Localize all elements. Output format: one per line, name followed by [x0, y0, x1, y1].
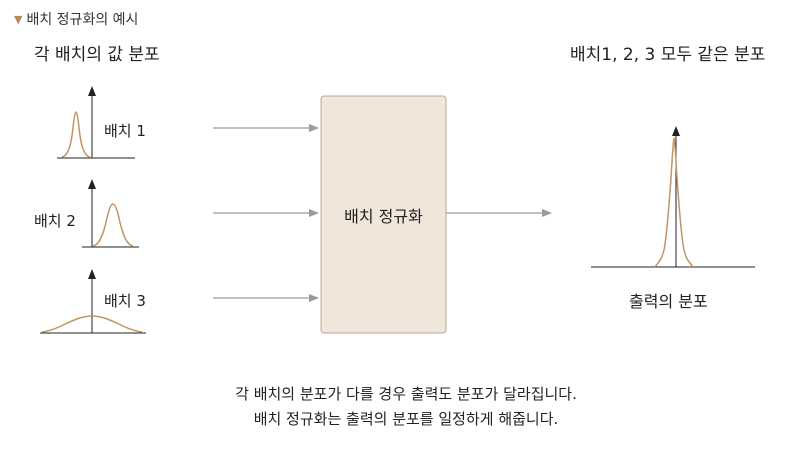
batch-3-axis-arrow-icon — [88, 269, 96, 279]
output-curve — [654, 137, 694, 268]
batch-1-label: 배치 1 — [104, 122, 146, 140]
batch-3-distribution — [40, 269, 146, 334]
batch-2-axis-arrow-icon — [88, 179, 96, 189]
right-title: 배치1, 2, 3 모두 같은 분포 — [570, 45, 766, 65]
batch-normalization-box — [320, 95, 447, 334]
output-distribution — [591, 126, 755, 268]
caption-text: 배치 정규화의 예시 — [26, 12, 139, 28]
batch-normalization-label: 배치 정규화 — [344, 206, 423, 226]
figure-caption: ▼배치 정규화의 예시 — [14, 9, 138, 29]
output-distribution-label: 출력의 분포 — [629, 292, 708, 311]
batch-2-label: 배치 2 — [34, 212, 76, 230]
batch-2-curve — [92, 203, 134, 247]
triangle-marker-icon: ▼ — [14, 13, 23, 26]
batch-3-curve — [41, 315, 143, 333]
explanation-line-2: 배치 정규화는 출력의 분포를 일정하게 해줍니다. — [253, 410, 559, 428]
batch-1-axis-arrow-icon — [88, 86, 96, 96]
explanation-line-1: 각 배치의 분포가 다를 경우 출력도 분포가 달라집니다. — [235, 385, 577, 403]
batch-2-distribution — [82, 179, 139, 248]
left-title: 각 배치의 값 분포 — [34, 45, 160, 65]
batch-3-label: 배치 3 — [104, 292, 146, 310]
batch-1-curve — [61, 111, 91, 158]
batch-1-distribution — [57, 86, 135, 159]
output-axis-arrow-icon — [672, 126, 680, 136]
